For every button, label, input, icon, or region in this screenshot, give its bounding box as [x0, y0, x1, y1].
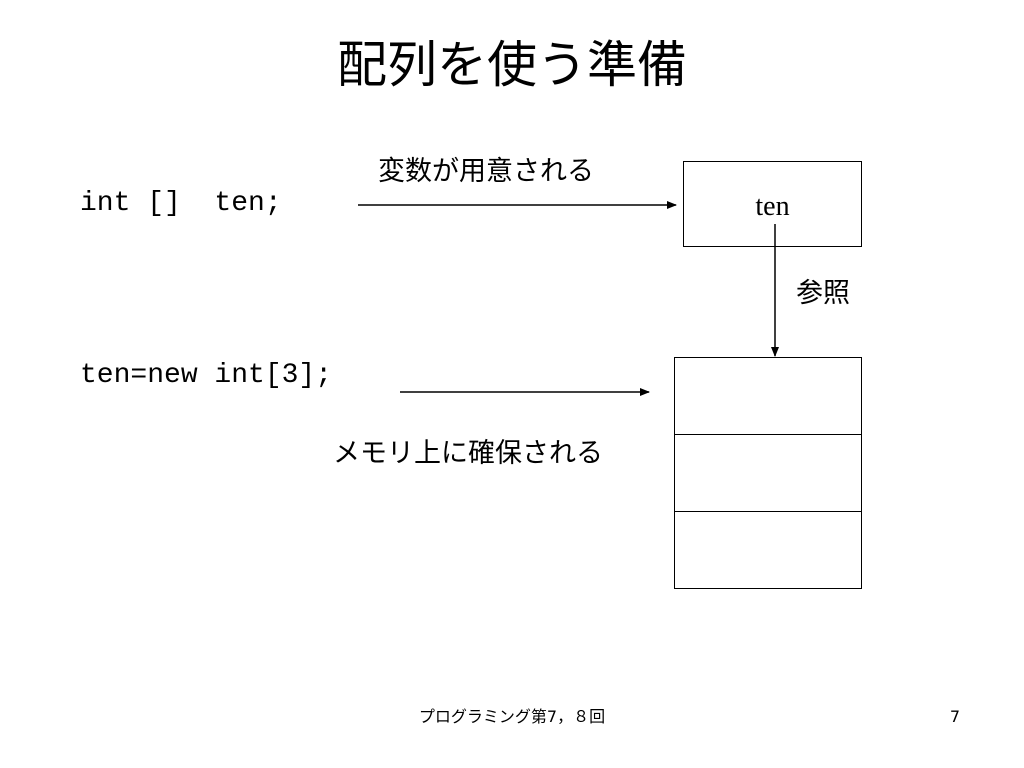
variable-box: ten [683, 161, 862, 247]
label-reference: 参照 [796, 278, 850, 309]
array-box [674, 357, 862, 589]
code-declaration: int [] ten; [80, 188, 282, 219]
array-cell-1 [675, 435, 861, 512]
slide-footer: プログラミング第7，８回 [418, 707, 606, 726]
array-cell-0 [675, 358, 861, 435]
label-memory-allocated: メモリ上に確保される [333, 438, 603, 469]
page-number: 7 [949, 707, 960, 726]
code-allocation: ten=new int[3]; [80, 360, 333, 391]
variable-box-name: ten [755, 191, 790, 222]
label-variable-prepared: 変数が用意される [378, 156, 594, 187]
slide-title: 配列を使う準備 [337, 36, 687, 94]
